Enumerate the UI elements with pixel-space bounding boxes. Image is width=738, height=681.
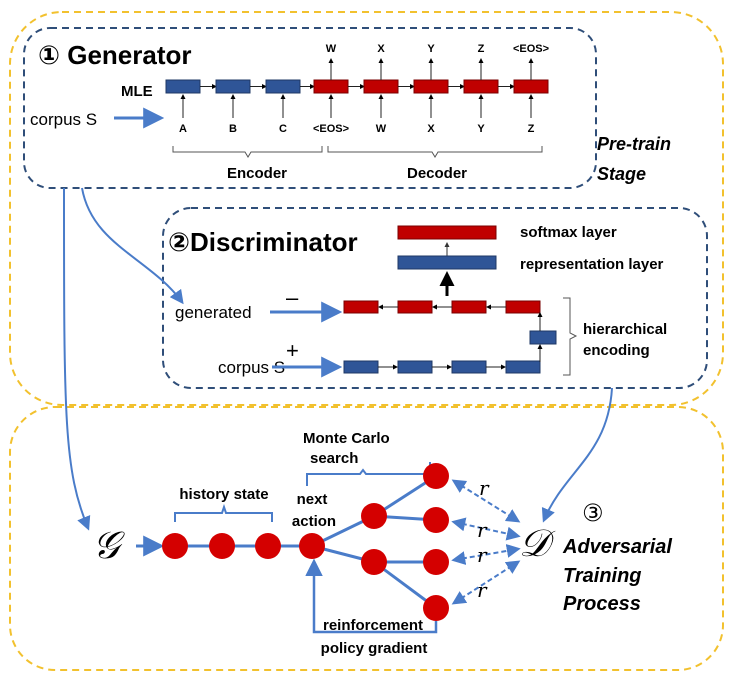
reward-symbol: r: [477, 518, 488, 542]
discriminator-title: ②Discriminator: [168, 227, 358, 257]
discriminator-to-d-curve: [541, 387, 613, 523]
leaf-node: [423, 507, 449, 533]
encoder-label: Encoder: [227, 165, 287, 182]
monte-carlo-line1: Monte Carlo: [303, 430, 390, 447]
leaf-node: [423, 549, 449, 575]
reinforcement-label: reinforcement: [323, 617, 423, 634]
output-token: Y: [427, 43, 435, 55]
next-action-line2: action: [292, 513, 336, 530]
input-token: A: [179, 123, 187, 135]
adversarial-title-line2: Training: [563, 565, 642, 587]
discriminator-encoding-blocks: [343, 300, 557, 374]
decoder-cell: [413, 79, 449, 94]
output-token: Z: [478, 43, 485, 55]
leaf-node: [423, 595, 449, 621]
reward-symbol: r: [479, 476, 490, 500]
minus-sign: –: [286, 285, 299, 310]
reward-symbol: r: [477, 543, 488, 567]
input-token: B: [229, 123, 237, 135]
monte-carlo-line2: search: [310, 450, 358, 467]
corpus-cell: [505, 360, 541, 374]
next-action-line1: next: [297, 491, 328, 508]
policy-gradient-label: policy gradient: [321, 640, 428, 657]
decoder-cell: [363, 79, 399, 94]
softmax-label: softmax layer: [520, 224, 617, 241]
hierarchical-bracket: [563, 297, 578, 376]
seq2seq-blocks: A B C <EOS> W W X X Y Y Z Z <EOS>: [165, 43, 549, 135]
history-state-label: history state: [179, 486, 268, 503]
decoder-label: Decoder: [407, 165, 467, 182]
encoder-cell: [265, 79, 301, 94]
pretrain-label-line1: Pre-train: [597, 134, 671, 154]
adversarial-title-line3: Process: [563, 593, 641, 615]
decoder-cell: [463, 79, 499, 94]
reward-arrow: [451, 517, 521, 541]
generator-to-g-curve: [63, 187, 91, 531]
hierarchical-label-line2: encoding: [583, 342, 650, 359]
input-token: Y: [477, 123, 485, 135]
generated-cell: [343, 300, 379, 314]
policy-gradient-feedback-arrow: [305, 558, 438, 634]
representation-layer-block: [397, 255, 497, 270]
adversarial-number: ③: [582, 500, 604, 527]
history-node: [162, 533, 188, 559]
policy-search-graph: [162, 463, 449, 621]
next-action-node: [299, 533, 325, 559]
generated-cell: [451, 300, 487, 314]
plus-sign: +: [286, 338, 299, 363]
history-node: [209, 533, 235, 559]
d-symbol: 𝒟: [519, 521, 556, 565]
decoder-cell: [313, 79, 349, 94]
output-token: W: [326, 43, 337, 55]
generator-title: ① Generator: [38, 40, 192, 70]
reward-arrow: [451, 560, 521, 605]
history-state-brace: [174, 503, 273, 522]
input-token: <EOS>: [313, 123, 349, 135]
encoder-cell: [215, 79, 251, 94]
discriminator-corpus-label: corpus S: [218, 358, 285, 377]
generator-to-generated-curve: [81, 187, 184, 305]
decoder-cell: [513, 79, 549, 94]
output-token: X: [377, 43, 385, 55]
input-token: X: [427, 123, 435, 135]
generated-label: generated: [175, 303, 252, 322]
generated-cell: [397, 300, 433, 314]
input-token: C: [279, 123, 287, 135]
history-node: [255, 533, 281, 559]
corpus-cell: [343, 360, 379, 374]
output-token: <EOS>: [513, 43, 549, 55]
adversarial-title-line1: Adversarial: [562, 536, 672, 558]
pretrain-label-line2: Stage: [597, 164, 646, 184]
g-symbol: 𝒢: [92, 523, 125, 567]
generator-corpus-label: corpus S: [30, 110, 97, 129]
decoder-brace: [327, 146, 543, 158]
input-token: Z: [528, 123, 535, 135]
search-node: [361, 503, 387, 529]
encoder-brace: [172, 146, 323, 158]
encoder-cell: [165, 79, 201, 94]
mle-label: MLE: [121, 83, 153, 100]
reward-arrow: [451, 479, 521, 523]
softmax-layer-block: [397, 225, 497, 240]
reward-arrow: [451, 543, 521, 566]
generator-panel: [23, 27, 597, 189]
input-token: W: [376, 123, 387, 135]
corpus-cell: [451, 360, 487, 374]
leaf-node: [423, 463, 449, 489]
generated-cell: [505, 300, 541, 314]
discriminator-panel: [162, 207, 708, 389]
connector-cell: [529, 330, 557, 345]
pretrain-stage-frame: [9, 11, 724, 406]
search-node: [361, 549, 387, 575]
hierarchical-label-line1: hierarchical: [583, 321, 667, 338]
representation-label: representation layer: [520, 256, 664, 273]
reward-symbol: r: [477, 578, 488, 602]
corpus-cell: [397, 360, 433, 374]
adversarial-stage-frame: [9, 406, 724, 671]
